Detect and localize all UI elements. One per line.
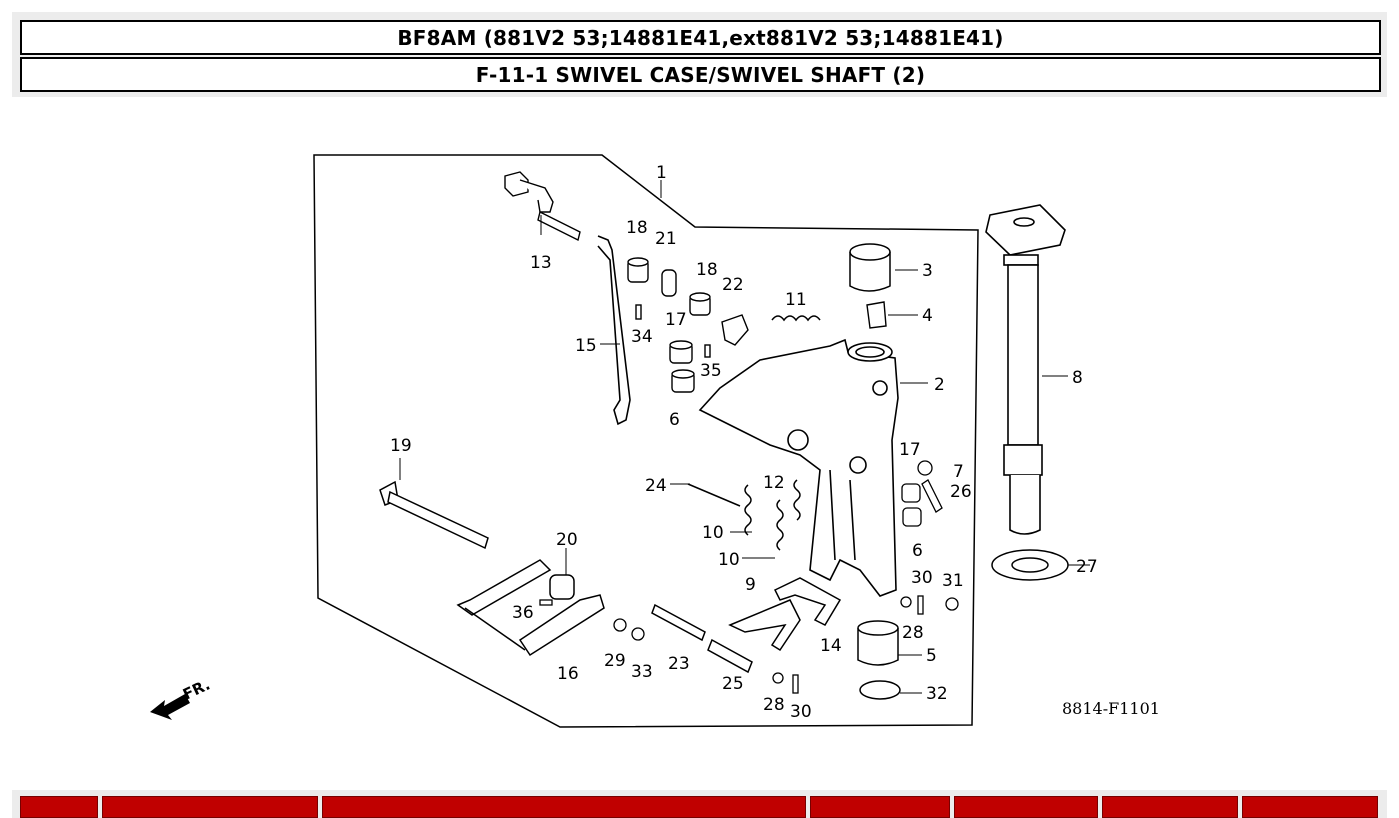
front-label: FR. — [180, 676, 213, 704]
callout-18b[interactable]: 18 — [696, 260, 718, 280]
part-6-bushing[interactable] — [671, 369, 695, 393]
callout-10[interactable]: 10 — [702, 523, 724, 543]
part-9-bracket[interactable] — [728, 599, 801, 652]
part-28-washer-2[interactable] — [772, 672, 784, 684]
callout-26[interactable]: 26 — [950, 482, 972, 502]
part-15-rod[interactable] — [597, 235, 631, 426]
part-16-link[interactable] — [456, 559, 605, 657]
callout-36[interactable]: 36 — [512, 603, 534, 623]
parts-table-header — [12, 790, 1387, 818]
part-30-screw[interactable] — [917, 595, 924, 615]
callout-labels: 1 2 3 4 5 6 6 7 8 9 10 10 11 12 13 14 15… — [390, 163, 1098, 722]
part-29-washer[interactable] — [613, 618, 627, 632]
part-7-nut[interactable] — [917, 460, 933, 476]
part-14-bracket[interactable] — [773, 577, 842, 626]
callout-16[interactable]: 16 — [557, 664, 579, 684]
callout-14[interactable]: 14 — [820, 636, 842, 656]
model-title: BF8AM (881V2 53;14881E41,ext881V2 53;148… — [20, 20, 1381, 55]
table-header-cell-1[interactable] — [20, 796, 98, 818]
part-25-shaft[interactable] — [707, 638, 753, 674]
callout-28[interactable]: 28 — [902, 623, 924, 643]
part-28-washer[interactable] — [900, 596, 912, 608]
table-header-cell-6[interactable] — [1102, 796, 1238, 818]
callout-21[interactable]: 21 — [655, 229, 677, 249]
part-10-spring[interactable] — [744, 484, 752, 536]
part-33-nut[interactable] — [631, 627, 645, 641]
part-6-bushing-2[interactable] — [902, 507, 922, 527]
part-10-spring-2[interactable] — [776, 499, 784, 551]
callout-7[interactable]: 7 — [953, 462, 964, 482]
part-12-spring[interactable] — [793, 479, 801, 521]
callout-22[interactable]: 22 — [722, 275, 744, 295]
table-header-cell-5[interactable] — [954, 796, 1098, 818]
part-11-spring[interactable] — [771, 315, 821, 322]
part-26-bolt[interactable] — [921, 479, 943, 513]
callout-27[interactable]: 27 — [1076, 557, 1098, 577]
part-19-pin[interactable] — [379, 480, 489, 550]
callout-15[interactable]: 15 — [575, 336, 597, 356]
callout-31[interactable]: 31 — [942, 571, 964, 591]
callout-6b[interactable]: 6 — [912, 541, 923, 561]
part-17-bushing[interactable] — [669, 340, 693, 364]
callout-19[interactable]: 19 — [390, 436, 412, 456]
callout-6[interactable]: 6 — [669, 410, 680, 430]
part-34-pin[interactable] — [635, 304, 642, 320]
callout-34[interactable]: 34 — [631, 327, 653, 347]
callout-5[interactable]: 5 — [926, 646, 937, 666]
header-panel: BF8AM (881V2 53;14881E41,ext881V2 53;148… — [12, 12, 1387, 97]
part-17-bushing-2[interactable] — [901, 483, 921, 503]
callout-17b[interactable]: 17 — [899, 440, 921, 460]
callout-9[interactable]: 9 — [745, 575, 756, 595]
part-2-swivel-case[interactable] — [698, 338, 899, 597]
part-24-bolt[interactable] — [687, 483, 741, 507]
figure-code: 8814-F1101 — [1062, 699, 1160, 718]
callout-12[interactable]: 12 — [763, 473, 785, 493]
callout-29[interactable]: 29 — [604, 651, 626, 671]
part-35-pin[interactable] — [704, 344, 711, 358]
part-18-bushing-2[interactable] — [689, 292, 711, 316]
table-header-cell-4[interactable] — [810, 796, 950, 818]
table-header-cell-2[interactable] — [102, 796, 318, 818]
part-31-nut[interactable] — [945, 597, 959, 611]
callout-13[interactable]: 13 — [530, 253, 552, 273]
callout-8[interactable]: 8 — [1072, 368, 1083, 388]
callout-4[interactable]: 4 — [922, 306, 933, 326]
part-22-bracket[interactable] — [721, 314, 749, 346]
part-3-collar[interactable] — [849, 243, 891, 292]
part-4-plate[interactable] — [866, 301, 887, 329]
callout-18[interactable]: 18 — [626, 218, 648, 238]
table-header-cell-3[interactable] — [322, 796, 806, 818]
callout-11[interactable]: 11 — [785, 290, 807, 310]
callout-33[interactable]: 33 — [631, 662, 653, 682]
parts-diagram: 1 2 3 4 5 6 6 7 8 9 10 10 11 12 13 14 15… — [0, 100, 1399, 770]
callout-30b[interactable]: 30 — [790, 702, 812, 722]
part-23-pin[interactable] — [651, 603, 706, 642]
callout-23[interactable]: 23 — [668, 654, 690, 674]
part-8-swivel-shaft[interactable] — [985, 204, 1066, 535]
part-5-collar[interactable] — [857, 628, 899, 666]
callout-10b[interactable]: 10 — [718, 550, 740, 570]
callout-1[interactable]: 1 — [656, 163, 667, 183]
callout-28b[interactable]: 28 — [763, 695, 785, 715]
callout-24[interactable]: 24 — [645, 476, 667, 496]
callout-25[interactable]: 25 — [722, 674, 744, 694]
callout-17[interactable]: 17 — [665, 310, 687, 330]
callout-35[interactable]: 35 — [700, 361, 722, 381]
part-30-screw-2[interactable] — [792, 674, 799, 694]
part-21-clip[interactable] — [661, 269, 677, 297]
callout-3[interactable]: 3 — [922, 261, 933, 281]
part-13-lever[interactable] — [504, 171, 581, 242]
part-32-seal[interactable] — [859, 680, 901, 700]
callout-30[interactable]: 30 — [911, 568, 933, 588]
assembly-outline — [313, 154, 979, 728]
table-header-cell-7[interactable] — [1242, 796, 1378, 818]
callout-2[interactable]: 2 — [934, 375, 945, 395]
part-36-pin[interactable] — [539, 599, 553, 606]
front-arrow-icon: FR. — [150, 676, 213, 720]
part-27-washer[interactable] — [991, 549, 1069, 581]
part-18-bushing[interactable] — [627, 257, 649, 283]
section-title: F-11-1 SWIVEL CASE/SWIVEL SHAFT (2) — [20, 57, 1381, 92]
callout-32[interactable]: 32 — [926, 684, 948, 704]
callout-20[interactable]: 20 — [556, 530, 578, 550]
